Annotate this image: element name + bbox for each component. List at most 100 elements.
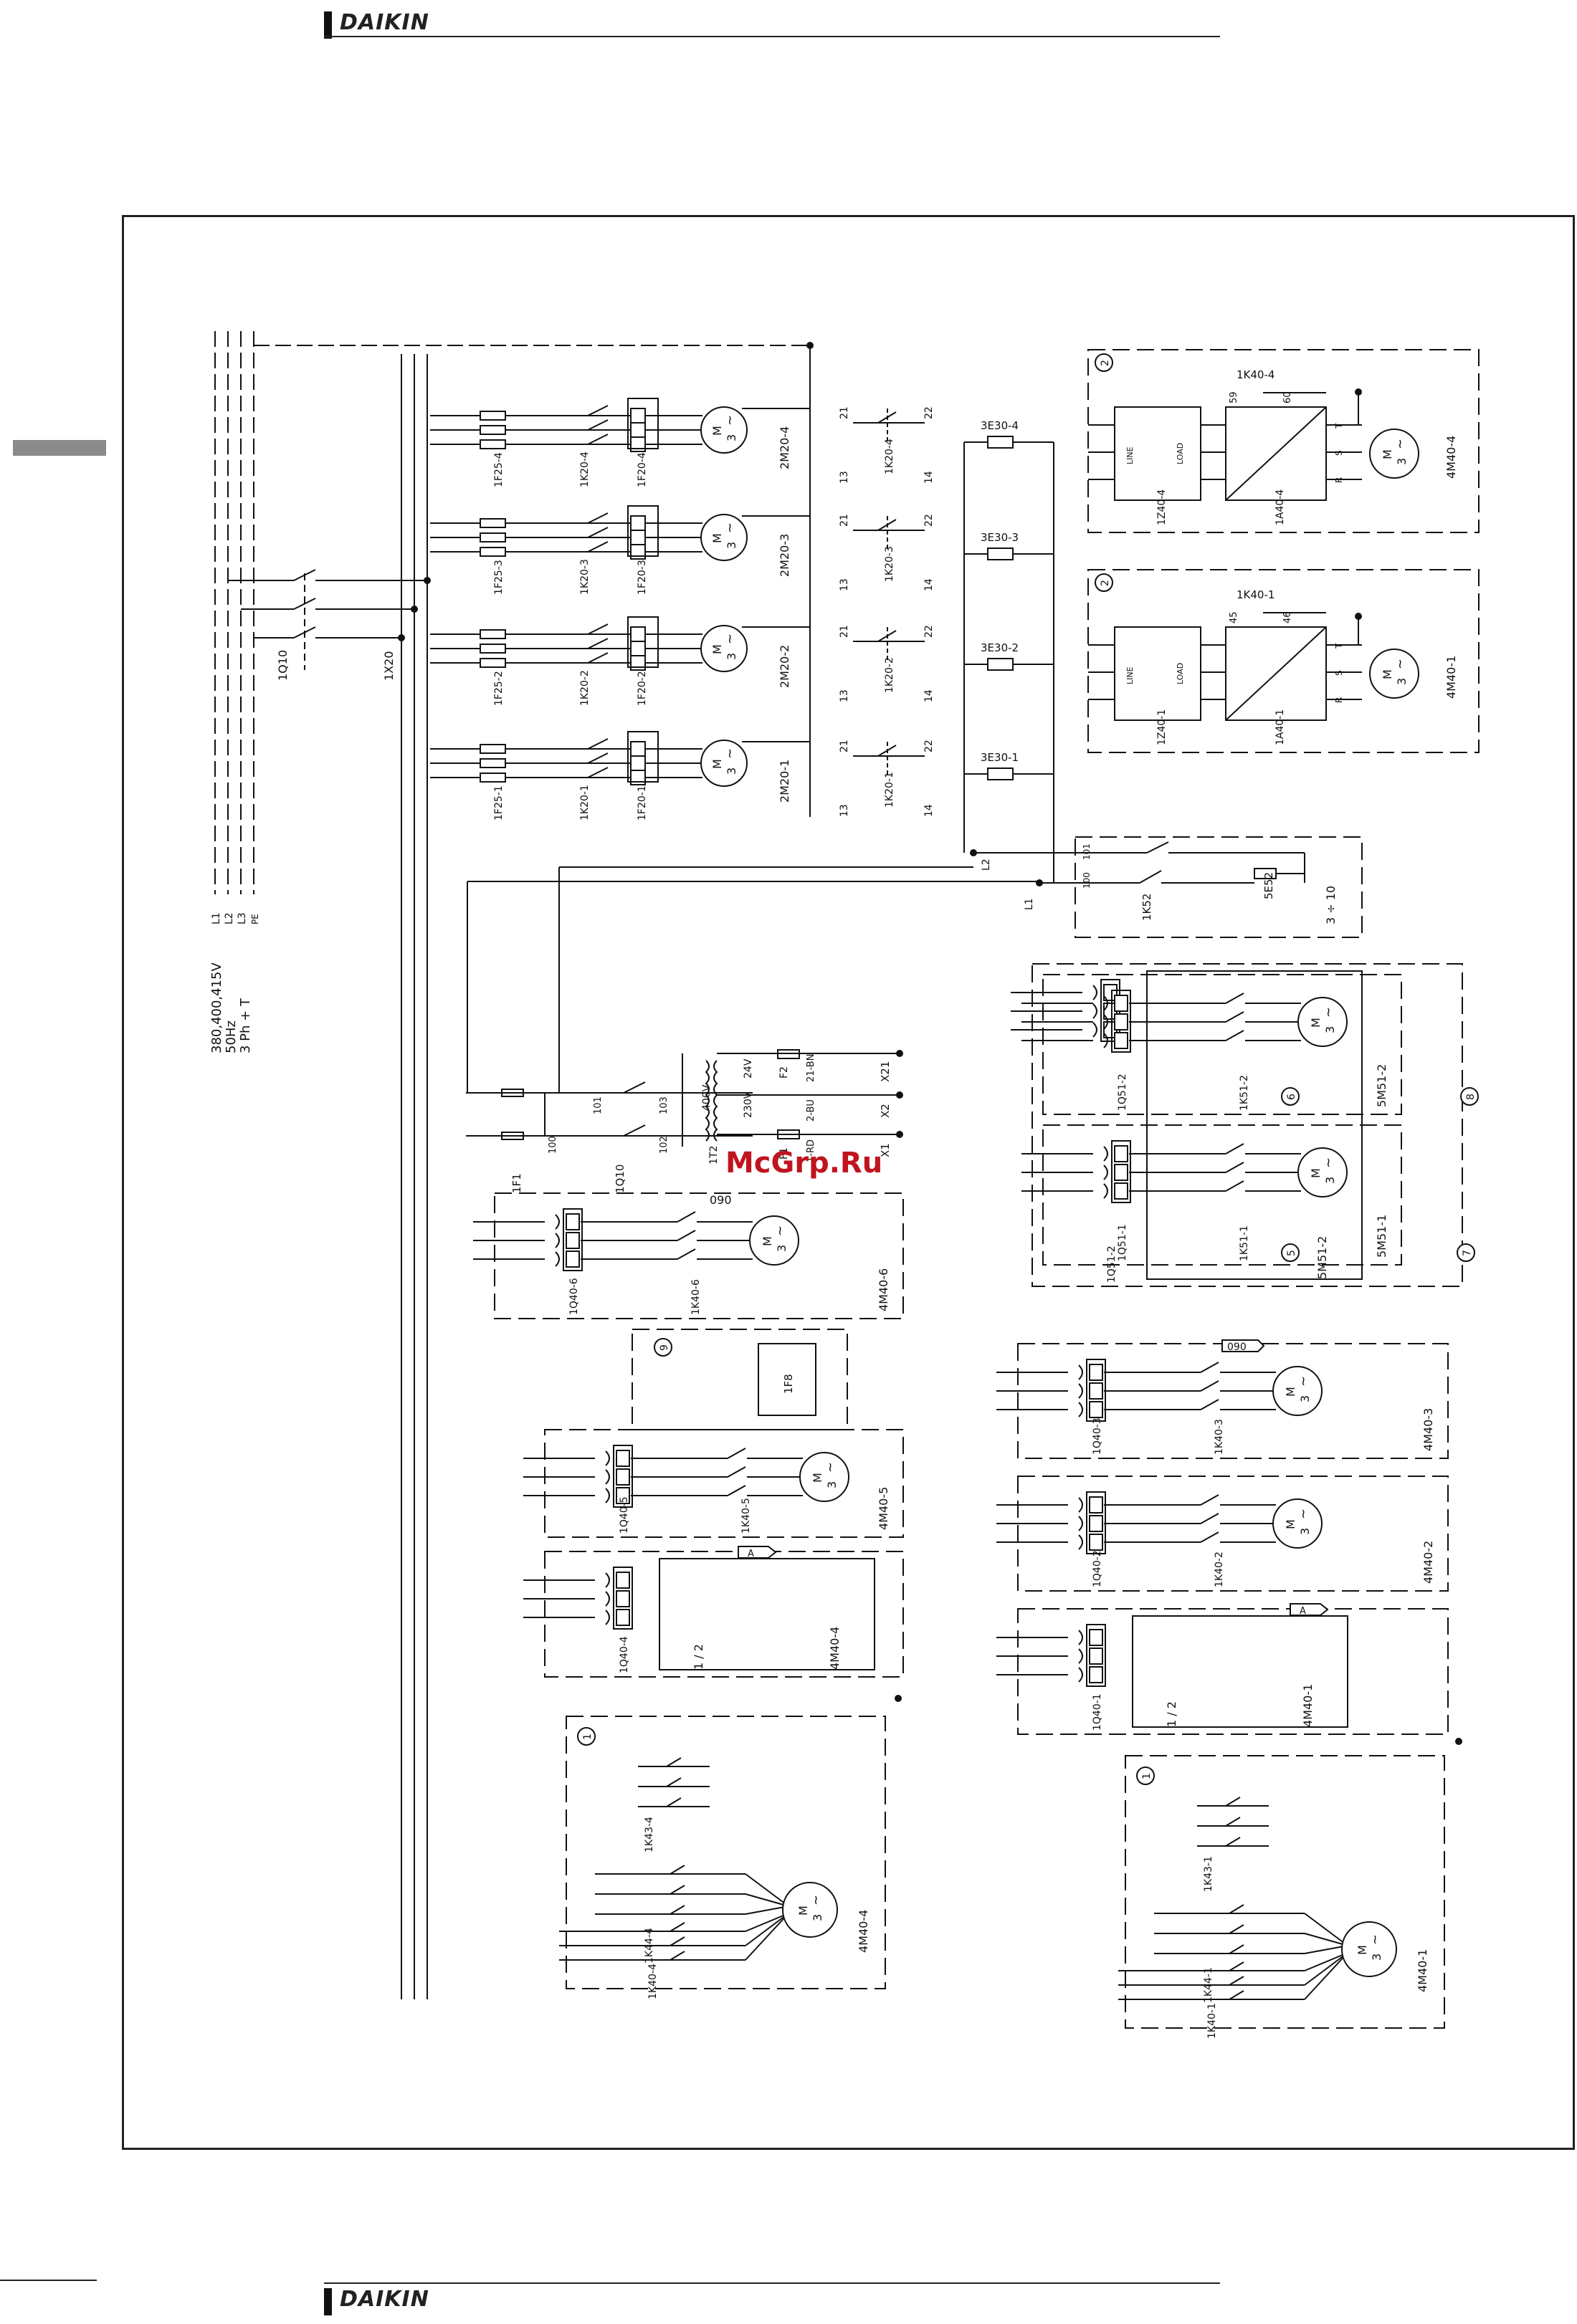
term-s: S [1334,670,1344,676]
control-switch-label: 1Q10 [614,1165,626,1193]
soft-motor-1: M3~ [1369,429,1419,479]
footer-brand-logo: DAIKIN [340,2287,429,2312]
soft-term-2: 46 [1282,611,1293,623]
fan-motor-4: M3~ [700,740,748,787]
term-r: R [1334,697,1344,703]
term-load: LOAD [1176,443,1185,464]
aux-term-a: 21 [839,406,850,419]
note-number: 6 [1286,1094,1297,1100]
term-load: LOAD [1176,663,1185,684]
motor-phase-digit: 3 [1298,1395,1312,1402]
x1-note: 1-RD [806,1139,816,1162]
term-line: LINE [1125,446,1135,464]
diagram-frame [122,215,1575,2150]
resistor-4 [987,768,1014,780]
motor-ac-symbol: ~ [723,633,738,644]
resistor-label: 3E30-4 [981,419,1019,432]
soft-filter-label: 1Z40-4 [1156,489,1168,525]
aux-term-a: 21 [839,514,850,527]
note-3-10: 3 ÷ 10 [1324,886,1338,924]
aux-term-b: 22 [923,406,935,419]
aux-term-d: 14 [923,471,935,484]
fan-motor-1: M3~ [700,406,748,454]
term-r: R [1334,477,1344,483]
soft-term-1: 59 [1229,391,1239,403]
breaker-label: 1Q51-1 [1117,1224,1128,1261]
fan-contactor-label: 1K20-2 [579,670,591,706]
wire-100-label: 100 [548,1136,558,1154]
motor-m-letter: M [1284,1519,1297,1529]
brand-logo: DAIKIN [340,10,429,35]
motor-m-letter: M [811,1473,824,1483]
pe-node-090: 090 [710,1193,732,1207]
x21-note: 21-BN [806,1054,816,1082]
wire-100b-label: 100 [1082,872,1092,889]
contactor-label: 1K40-6 [690,1279,702,1315]
soft-starter-label: 1A40-1 [1275,709,1286,745]
terminal-label: 1X20 [382,651,396,682]
resistor-1 [987,436,1014,449]
sd-k40-label: 1K40-1 [1206,2003,1218,2039]
motor-phase-digit: 3 [1298,1528,1312,1535]
wire-layer [214,331,811,1999]
wire-102-label: 102 [659,1136,670,1154]
a-tag-text: A [748,1549,754,1559]
aux-term-d: 14 [923,578,935,591]
motor-ac-symbol: ~ [723,748,738,759]
term-t: T [1334,423,1344,429]
motor-ac-symbol: ~ [1296,1508,1311,1519]
footer-rule [324,2282,1220,2284]
control-fuse-label: 1F1 [510,1173,523,1193]
aux-term-a: 21 [839,625,850,638]
motor-m-letter: M [1309,1168,1323,1178]
aux-contact-label: 1K20-1 [884,772,895,808]
line-l3: L3 [237,912,248,924]
sd-motor-label: 4M40-1 [1416,1949,1429,1992]
resistor-2 [987,547,1014,560]
fan-motor-2: M3~ [700,514,748,561]
fan-fuse-label: 1F25-3 [493,560,505,595]
page-header: DAIKIN [324,6,1220,42]
fan-fuse-label: 1F25-1 [493,785,505,821]
main-switch-label: 1Q10 [276,650,290,681]
soft-starter-label: 1A40-4 [1275,489,1286,525]
sd-k43-label: 1K43-1 [1203,1856,1214,1892]
sd-k40-label: 1K40-4 [647,1964,659,1999]
fan-motor-label: 2M20-3 [778,534,791,577]
supply-frequency: 50Hz [224,1020,239,1053]
motor-ac-symbol: ~ [1321,1157,1336,1168]
note-number: 8 [1465,1094,1477,1100]
star-delta-panels: 1M3~1K43-41K44-41K40-44M40-41M3~1K43-11K… [559,1716,1445,2039]
soft-relay-label: 1K40-4 [1237,368,1275,381]
panel-motor: M3~ [799,1452,849,1502]
terminal-x1-label: X1 [879,1143,892,1157]
trafo-230-label: 230V [743,1091,754,1118]
motor-ac-symbol: ~ [1393,439,1408,449]
motor-label: 5M51-2 [1375,1064,1388,1107]
wire-101-label: 101 [593,1096,604,1114]
panel-motor: M3~ [749,1215,799,1266]
breaker-label: 1Q40-6 [568,1278,580,1315]
sd-motor-label: 4M40-4 [857,1910,870,1953]
panel-motor: M3~ [1272,1366,1323,1416]
fan-motor-label: 2M20-4 [778,426,791,469]
aux-term-d: 14 [923,689,935,702]
fan-overload-label: 1F20-2 [637,671,648,706]
panel-motor: M3~ [1297,997,1348,1047]
junction-dots [398,342,1462,1745]
header-rule [324,36,1220,37]
contactor-label: 1K40-2 [1214,1551,1225,1587]
motor-ac-symbol: ~ [1321,1007,1336,1018]
fan-fuse-label: 1F25-2 [493,671,505,706]
section-tab-marker [13,440,106,456]
f8-label: 1F8 [782,1374,795,1394]
